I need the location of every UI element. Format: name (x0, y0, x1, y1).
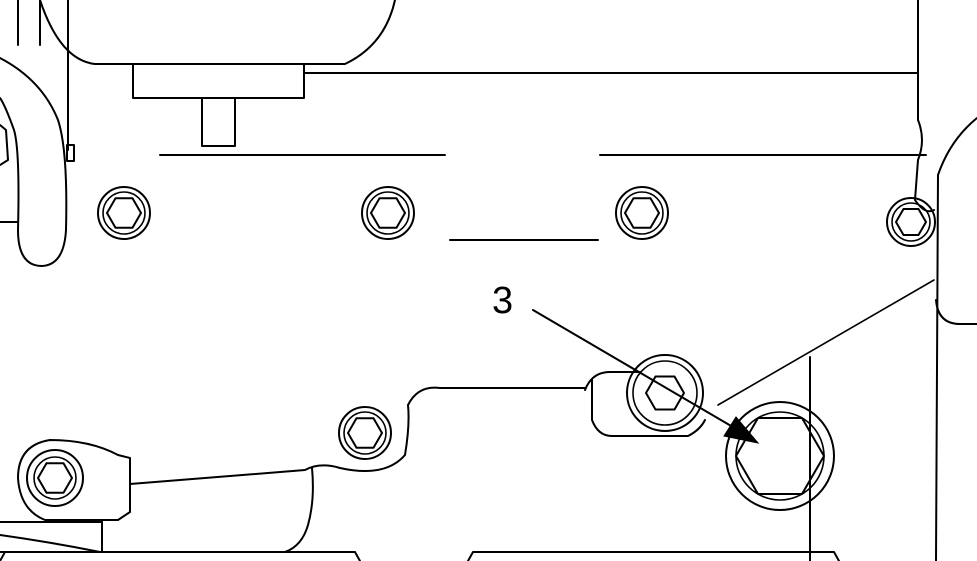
top-housing (39, 0, 919, 147)
upper-bolt-4 (886, 197, 936, 247)
callout-label-3: 3 (492, 280, 513, 322)
left-tube (0, 0, 75, 267)
drain-plug (725, 401, 835, 511)
upper-bolt-3 (615, 186, 669, 240)
upper-bolt-1 (97, 186, 151, 240)
lower-bolt-middle (338, 406, 392, 460)
lower-bolt-left (26, 449, 84, 507)
edge-lines (159, 154, 927, 241)
lower-flange (0, 371, 840, 561)
upper-bolt-2 (361, 186, 415, 240)
lower-bolt-right (626, 354, 704, 432)
right-frame (717, 0, 977, 561)
callout-arrow (532, 309, 760, 444)
